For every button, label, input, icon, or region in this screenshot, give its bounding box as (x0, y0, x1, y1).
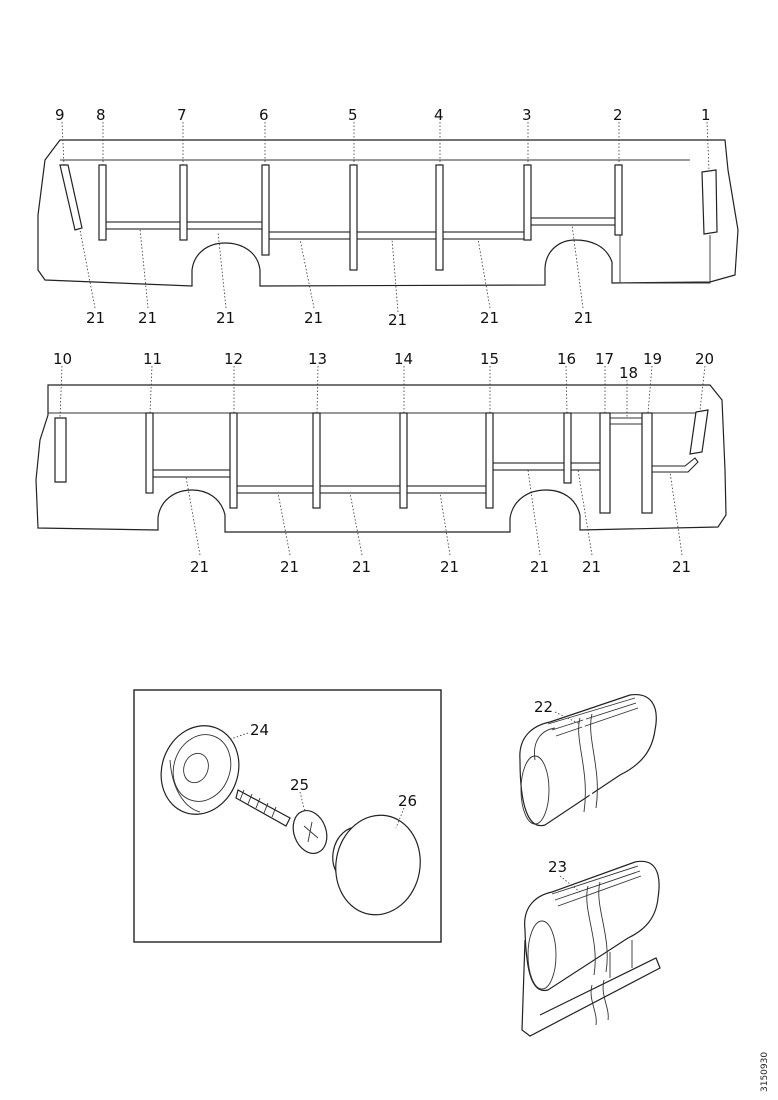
bottom-post-15 (485, 412, 494, 509)
bottom-post-17 (599, 412, 611, 514)
bottom-rail-leaders (185, 469, 683, 556)
label-20: 20 (695, 350, 714, 368)
label-21: 21 (216, 309, 235, 327)
top-leaders (61, 121, 710, 171)
label-21: 21 (86, 309, 105, 327)
label-8: 8 (96, 106, 106, 124)
bottom-rail-4 (649, 457, 699, 473)
label-1: 1 (701, 106, 711, 124)
top-post-3 (523, 164, 532, 241)
bottom-post-12 (229, 412, 238, 509)
bottom-leaders (59, 365, 706, 419)
top-rail-leaders (79, 224, 584, 313)
top-post-2 (614, 164, 623, 236)
label-21: 21 (388, 311, 407, 329)
bottom-rail-1 (149, 469, 233, 478)
label-21: 21 (574, 309, 593, 327)
bottom-body-outline (35, 384, 727, 533)
label-14: 14 (394, 350, 413, 368)
label-26: 26 (398, 792, 417, 810)
bottom-post-10 (54, 417, 67, 483)
profile-23: 23 (521, 858, 661, 1037)
label-21: 21 (304, 309, 323, 327)
top-post-7 (179, 164, 188, 241)
fastener-detail: 24 25 26 (133, 689, 442, 943)
label-3: 3 (522, 106, 532, 124)
drawing-code: 3150930 (760, 1052, 770, 1092)
bottom-post-18 (610, 417, 642, 425)
label-25: 25 (290, 776, 309, 794)
label-21: 21 (480, 309, 499, 327)
bottom-post-14 (399, 412, 408, 509)
label-12: 12 (224, 350, 243, 368)
label-2: 2 (613, 106, 623, 124)
label-17: 17 (595, 350, 614, 368)
top-view: 9 8 7 6 5 4 3 2 1 21 21 21 21 21 21 21 (37, 106, 739, 329)
label-7: 7 (177, 106, 187, 124)
bottom-post-19 (641, 412, 653, 514)
label-21: 21 (280, 558, 299, 576)
profile-22: 22 (519, 694, 657, 827)
detail-frame (133, 689, 442, 943)
label-19: 19 (643, 350, 662, 368)
label-4: 4 (434, 106, 444, 124)
label-21: 21 (440, 558, 459, 576)
top-post-5 (349, 164, 358, 271)
bottom-post-11 (145, 412, 154, 494)
label-21: 21 (138, 309, 157, 327)
bottom-post-20 (689, 409, 709, 455)
label-24: 24 (250, 721, 269, 739)
label-11: 11 (143, 350, 162, 368)
bottom-view: 10 11 12 13 14 15 16 17 18 19 20 21 21 2… (35, 350, 727, 576)
bottom-rail-3 (489, 462, 603, 471)
label-10: 10 (53, 350, 72, 368)
label-6: 6 (259, 106, 269, 124)
cap-26 (332, 814, 421, 916)
detail-leaders (227, 732, 405, 829)
label-18: 18 (619, 364, 638, 382)
label-5: 5 (348, 106, 358, 124)
label-23: 23 (548, 858, 567, 876)
bottom-post-16 (563, 412, 572, 484)
top-post-8 (98, 164, 107, 241)
top-rail-3 (526, 217, 620, 226)
label-13: 13 (308, 350, 327, 368)
bottom-rail-2 (231, 485, 491, 494)
label-21: 21 (190, 558, 209, 576)
top-body-outline (37, 139, 739, 287)
top-rear-frame (619, 235, 711, 284)
top-post-4 (435, 164, 444, 271)
label-22: 22 (534, 698, 553, 716)
label-9: 9 (55, 106, 65, 124)
top-post-6 (261, 164, 270, 256)
top-post-9 (59, 164, 83, 231)
label-21: 21 (530, 558, 549, 576)
label-21: 21 (352, 558, 371, 576)
label-21: 21 (672, 558, 691, 576)
grommet-24 (160, 725, 240, 815)
screw-25 (235, 789, 328, 854)
top-post-1 (701, 169, 718, 235)
label-16: 16 (557, 350, 576, 368)
label-21: 21 (582, 558, 601, 576)
label-15: 15 (480, 350, 499, 368)
bottom-post-13 (312, 412, 321, 509)
top-rail-2 (264, 231, 528, 240)
